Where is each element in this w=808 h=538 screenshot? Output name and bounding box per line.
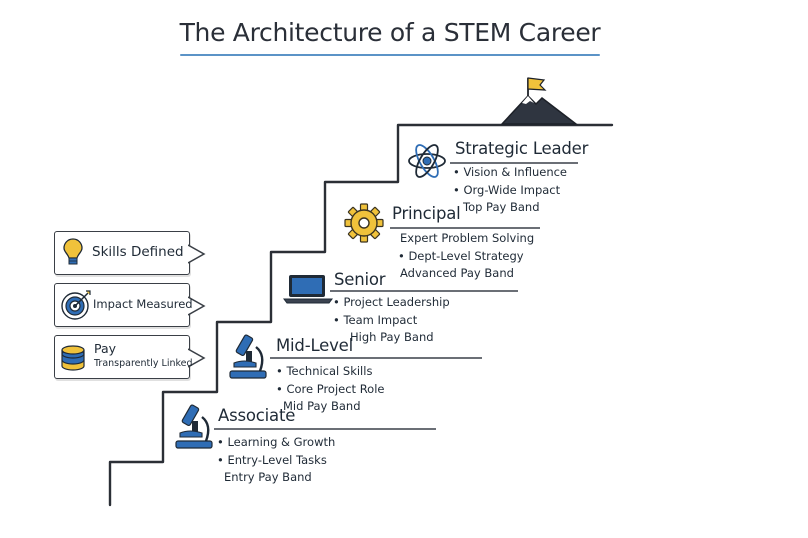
list-item: • Project Leadership	[333, 295, 450, 309]
atom-icon	[408, 144, 446, 178]
callout-label: Skills Defined	[92, 244, 184, 260]
list-item: Expert Problem Solving	[400, 231, 535, 245]
mountain-flag-icon	[500, 77, 579, 125]
list-item: Entry Pay Band	[224, 470, 312, 484]
step-details-strategic-leader: • Vision & Influence • Org-Wide Impact T…	[453, 164, 567, 217]
microscope-icon	[229, 334, 267, 379]
step-title-senior: Senior	[334, 270, 386, 289]
callout-pay: Pay Transparently Linked	[54, 335, 210, 381]
list-item: • Dept-Level Strategy	[398, 248, 524, 263]
step-divider	[450, 162, 578, 164]
callout-skills-defined: Skills Defined	[54, 231, 210, 277]
list-item: Advanced Pay Band	[400, 266, 514, 280]
list-item: • Learning & Growth	[217, 435, 336, 449]
list-item: High Pay Band	[350, 330, 434, 344]
list-item: • Team Impact	[333, 312, 418, 327]
list-item: Top Pay Band	[463, 200, 540, 214]
title-underline	[180, 54, 600, 56]
step-title-mid-level: Mid-Level	[276, 336, 354, 355]
target-icon	[61, 290, 91, 320]
list-item: • Vision & Influence	[453, 165, 568, 179]
step-title-strategic-leader: Strategic Leader	[455, 139, 589, 158]
step-title-principal: Principal	[392, 204, 461, 223]
callout-sublabel: Transparently Linked	[94, 358, 193, 369]
list-item: • Technical Skills	[276, 364, 373, 378]
step-divider	[330, 290, 518, 292]
lightbulb-icon	[63, 238, 83, 265]
step-details-associate: • Learning & Growth • Entry-Level Tasks …	[217, 434, 335, 487]
step-divider	[270, 357, 482, 359]
coin-stack-icon	[61, 345, 85, 371]
callout-label: Pay	[94, 341, 117, 356]
callout-impact-measured: Impact Measured	[54, 283, 210, 329]
laptop-icon	[283, 275, 333, 304]
list-item: • Entry-Level Tasks	[217, 452, 327, 467]
list-item: Mid Pay Band	[283, 399, 361, 413]
step-details-principal: Expert Problem Solving • Dept-Level Stra…	[398, 230, 534, 283]
step-details-senior: • Project Leadership • Team Impact High …	[333, 294, 450, 347]
microscope-icon	[175, 404, 213, 449]
diagram-title: The Architecture of a STEM Career	[179, 18, 601, 47]
step-title-associate: Associate	[218, 406, 296, 425]
step-divider	[214, 428, 436, 430]
step-details-mid-level: • Technical Skills • Core Project Role M…	[276, 363, 385, 416]
gear-icon	[344, 203, 384, 243]
callout-label: Impact Measured	[93, 297, 193, 311]
list-item: • Core Project Role	[276, 381, 385, 396]
list-item: • Org-Wide Impact	[453, 182, 561, 197]
step-divider	[390, 227, 540, 229]
